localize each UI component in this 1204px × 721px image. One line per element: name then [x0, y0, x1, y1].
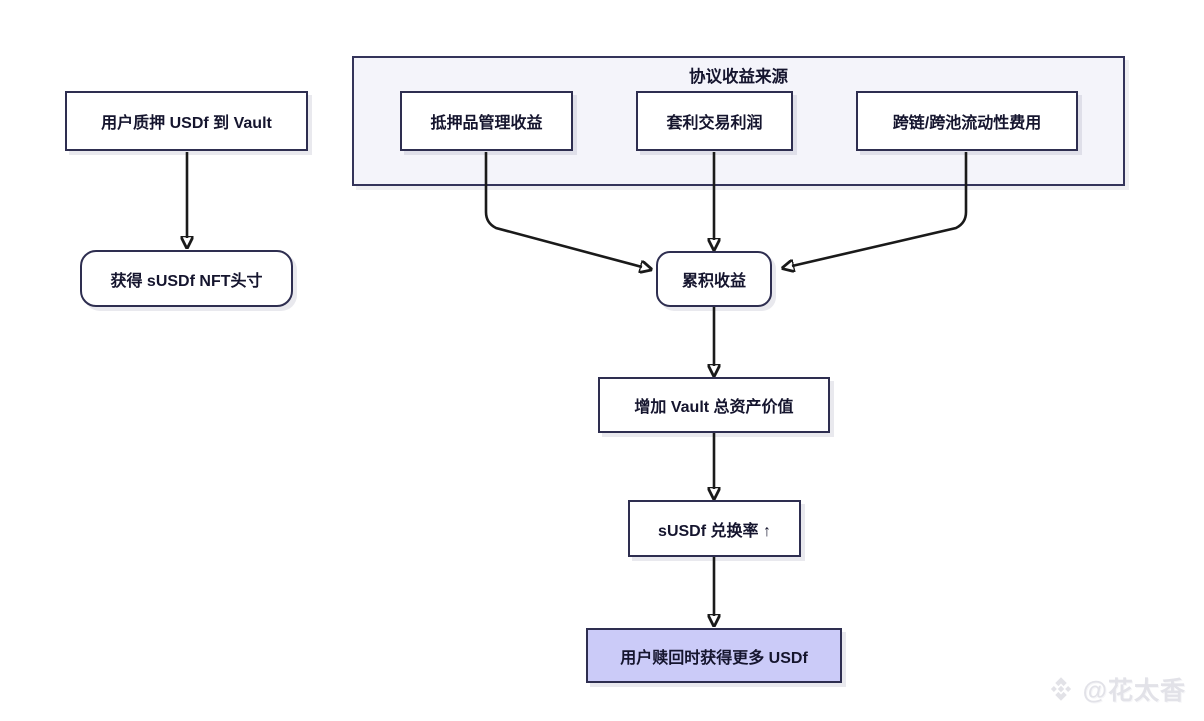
- node-exchange-rate: sUSDf 兑换率 ↑: [628, 500, 801, 557]
- node-arbitrage-profit: 套利交易利润: [636, 91, 793, 151]
- node-stake: 用户质押 USDf 到 Vault: [65, 91, 308, 151]
- subgraph-title: 协议收益来源: [689, 68, 788, 86]
- node-collateral-revenue: 抵押品管理收益: [400, 91, 573, 151]
- node-nft-position: 获得 sUSDf NFT头寸: [80, 250, 293, 307]
- node-crosschain-fees: 跨链/跨池流动性费用: [856, 91, 1078, 151]
- watermark-handle: @花太香: [1082, 677, 1186, 705]
- node-vault-value: 增加 Vault 总资产价值: [598, 377, 830, 433]
- node-redeem-more-usdf: 用户赎回时获得更多 USDf: [586, 628, 842, 683]
- node-accumulated-revenue: 累积收益: [656, 251, 772, 307]
- diamond-logo-icon: [1050, 677, 1071, 701]
- watermark: @花太香: [1046, 671, 1186, 707]
